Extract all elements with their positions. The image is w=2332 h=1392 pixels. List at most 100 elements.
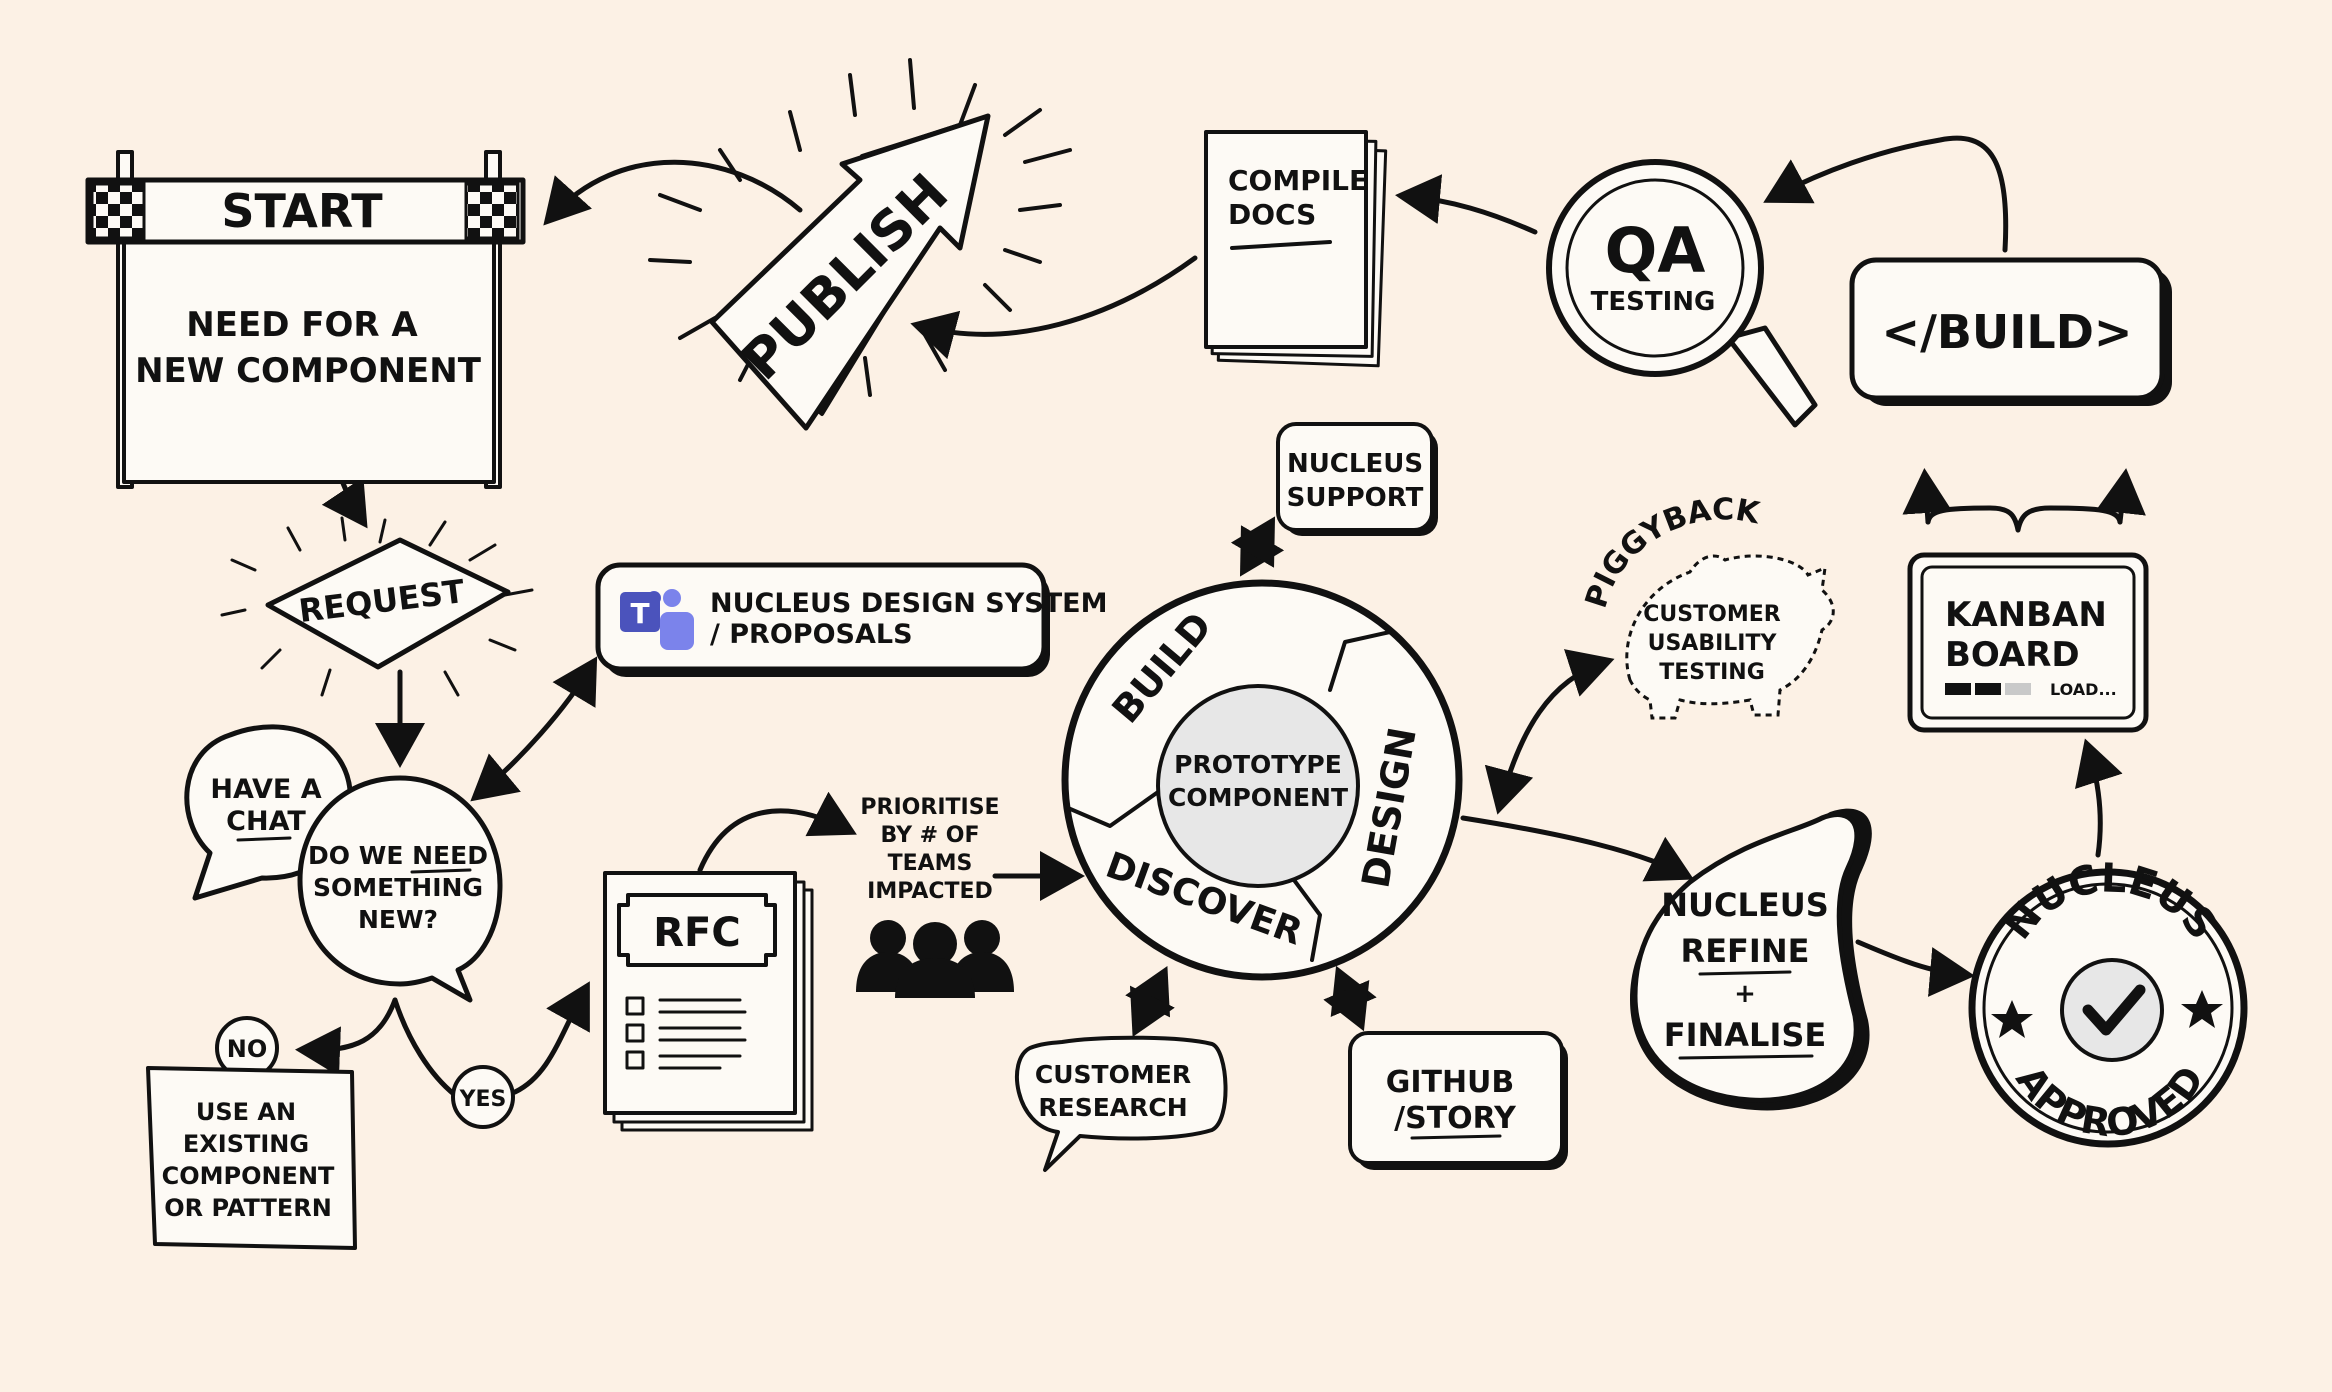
nucleus-support-line2: SUPPORT (1287, 483, 1424, 513)
prioritise-note: PRIORITISE BY # OF TEAMS IMPACTED (856, 795, 1014, 998)
yes-circle (451, 1065, 515, 1129)
existing-line4: OR PATTERN (164, 1194, 332, 1222)
arrow-build-to-qa (1763, 135, 2009, 253)
piggyback-line2: USABILITY (1648, 631, 1778, 656)
github-story-frame (1348, 1031, 1564, 1165)
arrow-cycle-github (1323, 965, 1377, 1032)
yes-node: YES (451, 1065, 515, 1129)
yes-label: YES (459, 1087, 507, 1112)
arrow-rfc-to-prioritise (697, 791, 857, 873)
arrow-brace-right (2096, 468, 2146, 525)
arrow-cycle-to-refine (1460, 815, 1694, 882)
arrow-yes-to-rfc (512, 981, 590, 1095)
no-label: NO (227, 1035, 268, 1063)
build-box: </BUILD> (1849, 257, 2172, 406)
people-icon (856, 920, 1014, 998)
cycle-divider-build-design (1328, 630, 1392, 692)
compile-docs-line1: COMPILE (1228, 164, 1368, 197)
line-decision-to-yes (392, 997, 458, 1098)
customer-research-line1: CUSTOMER (1035, 1060, 1191, 1089)
svg-text:T: T (630, 597, 649, 630)
kanban-progress-bar (1945, 683, 2031, 695)
rfc-checklist (625, 996, 747, 1070)
cycle-center-line1: PROTOTYPE (1174, 750, 1342, 779)
start-sign: START NEED FOR A NEW COMPONENT (85, 150, 526, 489)
existing-line3: COMPONENT (162, 1162, 335, 1190)
start-line1: NEED FOR A (186, 305, 418, 345)
qa-title: QA (1605, 214, 1706, 287)
request-diamond: REQUEST (220, 516, 534, 697)
rfc-document: RFC (603, 871, 814, 1132)
customer-research-line2: RESEARCH (1038, 1093, 1187, 1122)
arrow-decision-to-no (295, 997, 398, 1077)
existing-component-note: USE AN EXISTING COMPONENT OR PATTERN (146, 1066, 357, 1250)
arrow-brace-left (1902, 468, 1953, 525)
decision-line1: DO WE NEED (308, 841, 488, 870)
arrow-cycle-research (1125, 966, 1175, 1037)
nucleus-refine: NUCLEUS REFINE + FINALISE (1630, 808, 1872, 1111)
customer-research-bubble: CUSTOMER RESEARCH (1015, 1035, 1228, 1172)
piggyback-line3: TESTING (1659, 660, 1765, 685)
arrow-cycle-piggyback (1484, 649, 1615, 815)
magnifier-handle (1725, 325, 1818, 428)
checkered-flag-icon (90, 182, 146, 240)
existing-line2: EXISTING (183, 1130, 309, 1158)
cycle-divider-build-discover (1066, 790, 1160, 828)
design-cycle: PROTOTYPE COMPONENT BUILD DESIGN DISCOVE… (1061, 579, 1463, 981)
github-story: GITHUB /STORY (1348, 1031, 1568, 1170)
have-a-chat-line1: HAVE A (210, 774, 321, 805)
start-title: START (221, 184, 383, 238)
build-box-frame (1849, 257, 2165, 401)
decision-line2: SOMETHING (313, 873, 483, 902)
compile-docs-line2: DOCS (1228, 198, 1316, 231)
arrow-approved-to-kanban (2075, 738, 2123, 858)
checkered-flag-icon (464, 182, 520, 240)
arrow-decision-teams (470, 656, 598, 802)
kanban-load-label: LOAD... (2050, 680, 2117, 699)
rfc-label-frame (617, 893, 777, 967)
prioritise-line1: PRIORITISE (860, 795, 999, 820)
prioritise-line2: BY # OF (881, 823, 980, 848)
build-box-label: </BUILD> (1882, 305, 2133, 359)
kanban-board: KANBAN BOARD LOAD... (1907, 552, 2149, 733)
refine-blob (1632, 812, 1860, 1103)
teams-line1: NUCLEUS DESIGN SYSTEM (710, 588, 1107, 619)
kanban-line2: BOARD (1945, 635, 2080, 675)
nucleus-support-frame (1276, 422, 1434, 532)
magnifier-icon: QA TESTING (1546, 159, 1818, 428)
customer-research-shape (1015, 1035, 1228, 1172)
publish-arrow-body (709, 113, 991, 431)
compile-docs-stack: COMPILE DOCS (1204, 130, 1388, 368)
arrow-publish-to-start (543, 159, 803, 226)
decision-bubble: DO WE NEED SOMETHING NEW? (297, 775, 503, 1003)
piggy-outline (1625, 554, 1835, 720)
approved-seal: NUCLEUS APPROVED (1968, 855, 2248, 1148)
prioritise-line4: IMPACTED (867, 879, 993, 904)
github-line1: GITHUB (1386, 1065, 1515, 1100)
github-line2: /STORY (1394, 1101, 1517, 1136)
piggyback-line1: CUSTOMER (1643, 602, 1780, 627)
teams-channel-frame (595, 562, 1047, 672)
brace-kanban-to-build (1925, 505, 2123, 533)
seal-inner-ring (1982, 882, 2234, 1134)
refine-line1: NUCLEUS (1661, 886, 1829, 924)
seal-center (2060, 958, 2164, 1062)
existing-note-shape (146, 1066, 357, 1250)
checkmark-icon (2082, 984, 2146, 1036)
prioritise-line3: TEAMS (888, 851, 973, 876)
publish-arrow: PUBLISH (648, 58, 1072, 431)
start-line2: NEW COMPONENT (135, 351, 482, 391)
cycle-center-line2: COMPONENT (1168, 783, 1348, 812)
sign-board (122, 236, 496, 484)
refine-line2: REFINE (1681, 932, 1810, 970)
star-icon (1991, 1000, 2033, 1038)
start-banner (85, 177, 526, 245)
no-node: NO (215, 1016, 279, 1080)
nucleus-support-line1: NUCLEUS (1287, 449, 1423, 479)
decision-line3: NEW? (358, 905, 438, 934)
existing-line1: USE AN (196, 1098, 296, 1126)
kanban-line1: KANBAN (1945, 595, 2107, 635)
cycle-center (1156, 684, 1360, 888)
request-diamond-shape (265, 537, 511, 670)
